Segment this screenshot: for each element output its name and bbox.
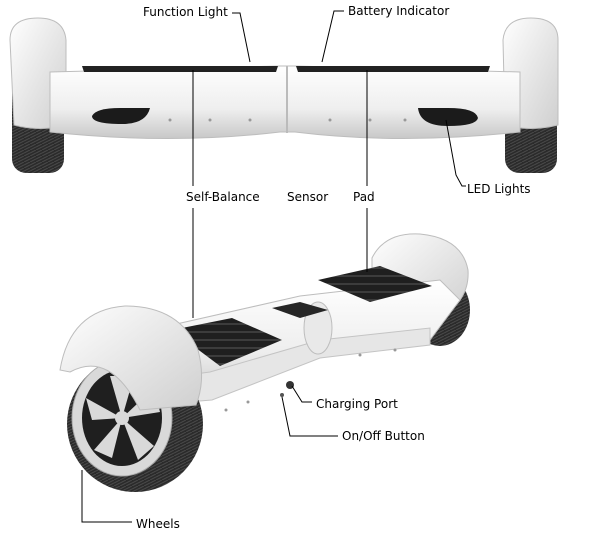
label-on-off-button: On/Off Button bbox=[342, 429, 425, 443]
rear-main-body bbox=[49, 65, 521, 139]
near-pad bbox=[172, 318, 282, 366]
rear-left-led bbox=[92, 108, 150, 124]
rear-right-led bbox=[418, 108, 478, 126]
label-function-light: Function Light bbox=[143, 5, 228, 19]
leader-charging-port bbox=[291, 385, 312, 403]
leader-led-lights bbox=[445, 119, 466, 187]
leader-lines bbox=[81, 10, 466, 523]
label-pad: Pad bbox=[353, 190, 375, 204]
charging-port bbox=[286, 381, 294, 389]
leader-wheels bbox=[81, 470, 132, 523]
on-off-button bbox=[280, 393, 284, 397]
leader-on-off-button bbox=[281, 396, 338, 437]
label-battery-indicator: Battery Indicator bbox=[348, 4, 450, 18]
center-sensor bbox=[272, 302, 328, 318]
leader-function-light bbox=[232, 12, 251, 63]
leader-battery-indicator bbox=[321, 10, 344, 63]
label-sensor: Sensor bbox=[287, 190, 329, 204]
center-waist bbox=[303, 301, 333, 355]
label-self-balance: Self-Balance bbox=[186, 190, 260, 204]
rear-view-board bbox=[9, 17, 559, 173]
label-wheels: Wheels bbox=[136, 517, 180, 531]
rear-right-pad-edge bbox=[296, 66, 490, 72]
label-charging-port: Charging Port bbox=[316, 397, 398, 411]
far-pad bbox=[318, 266, 432, 302]
perspective-view-board bbox=[59, 233, 470, 492]
rear-left-pad-edge bbox=[82, 66, 278, 72]
label-led-lights: LED Lights bbox=[467, 182, 531, 196]
near-fender bbox=[59, 305, 202, 411]
